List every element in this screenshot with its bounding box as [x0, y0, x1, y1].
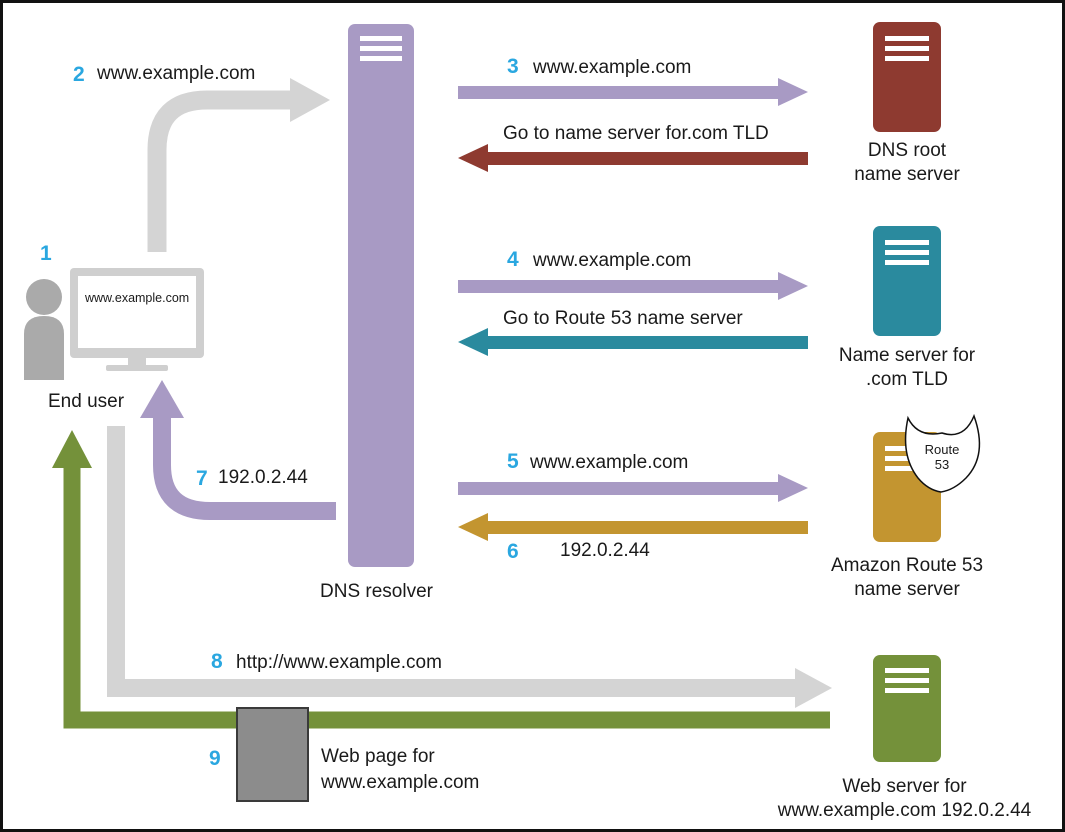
- browser-address-text: www.example.com: [85, 291, 190, 305]
- arrow-root-to-resolver: [458, 144, 808, 172]
- arrow-answer-to-user: [140, 380, 336, 520]
- route53-label-line1: Amazon Route 53: [830, 555, 984, 576]
- step-number-2: 2: [73, 63, 85, 86]
- step-number-7: 7: [196, 467, 208, 490]
- tld-label-line2: .com TLD: [865, 369, 948, 390]
- step-number-3: 3: [507, 55, 519, 78]
- step-number-6: 6: [507, 540, 519, 563]
- step-number-5: 5: [507, 450, 519, 473]
- web-page-label: Web page for www.example.com: [321, 744, 479, 796]
- root-reply-label: Go to name server for.com TLD: [503, 123, 769, 144]
- web-server-icon: [873, 655, 941, 762]
- end-user-label: End user: [48, 391, 125, 412]
- step3-label: www.example.com: [533, 57, 692, 78]
- step-number-1: 1: [40, 242, 52, 265]
- route53-server-label: Amazon Route 53 name server: [812, 554, 1002, 602]
- dns-resolver-label: DNS resolver: [320, 581, 433, 602]
- route53-shield-line1: Route: [924, 442, 960, 457]
- dns-root-server-icon: [873, 22, 941, 132]
- arrow-resolver-to-tld: [458, 272, 808, 300]
- dns-root-label-line2: name server: [854, 164, 960, 185]
- tld-label-line1: Name server for: [838, 345, 976, 366]
- step4-label: www.example.com: [533, 250, 692, 271]
- route53-shield-text: Route 53: [916, 442, 968, 472]
- step8-label: http://www.example.com: [236, 652, 442, 673]
- step7-label: 192.0.2.44: [218, 467, 308, 488]
- step6-label: 192.0.2.44: [560, 540, 650, 561]
- arrow-resolver-to-route53: [458, 474, 808, 502]
- web-page-box: [236, 707, 309, 802]
- web-page-label-line2: www.example.com: [321, 772, 480, 793]
- tld-server-icon: [873, 226, 941, 336]
- step-number-9: 9: [209, 747, 221, 770]
- step2-label: www.example.com: [97, 63, 256, 84]
- tld-reply-label: Go to Route 53 name server: [503, 308, 743, 329]
- route53-shield-icon: [904, 413, 981, 493]
- step5-label: www.example.com: [530, 452, 689, 473]
- arrow-query-to-resolver: [147, 78, 330, 252]
- web-page-label-line1: Web page for: [321, 746, 435, 767]
- tld-server-label: Name server for .com TLD: [822, 344, 992, 392]
- dns-root-label: DNS root name server: [847, 139, 967, 187]
- arrow-web-page-return: [52, 430, 830, 729]
- route53-label-line2: name server: [854, 579, 960, 600]
- web-server-label: Web server for www.example.com 192.0.2.4…: [752, 775, 1057, 823]
- arrow-resolver-to-root: [458, 78, 808, 106]
- arrow-http-request: [107, 426, 832, 708]
- arrow-tld-to-resolver: [458, 328, 808, 356]
- dns-root-label-line1: DNS root: [867, 140, 947, 161]
- end-user-person-icon: [24, 279, 64, 380]
- step-number-8: 8: [211, 650, 223, 673]
- dns-resolver-server-icon: [348, 24, 414, 567]
- route53-shield-line2: 53: [934, 457, 950, 472]
- web-server-label-line2: www.example.com 192.0.2.44: [777, 800, 1032, 821]
- step-number-4: 4: [507, 248, 519, 271]
- arrow-route53-to-resolver: [458, 513, 808, 541]
- web-server-label-line1: Web server for: [842, 776, 967, 797]
- monitor-icon: [70, 268, 204, 371]
